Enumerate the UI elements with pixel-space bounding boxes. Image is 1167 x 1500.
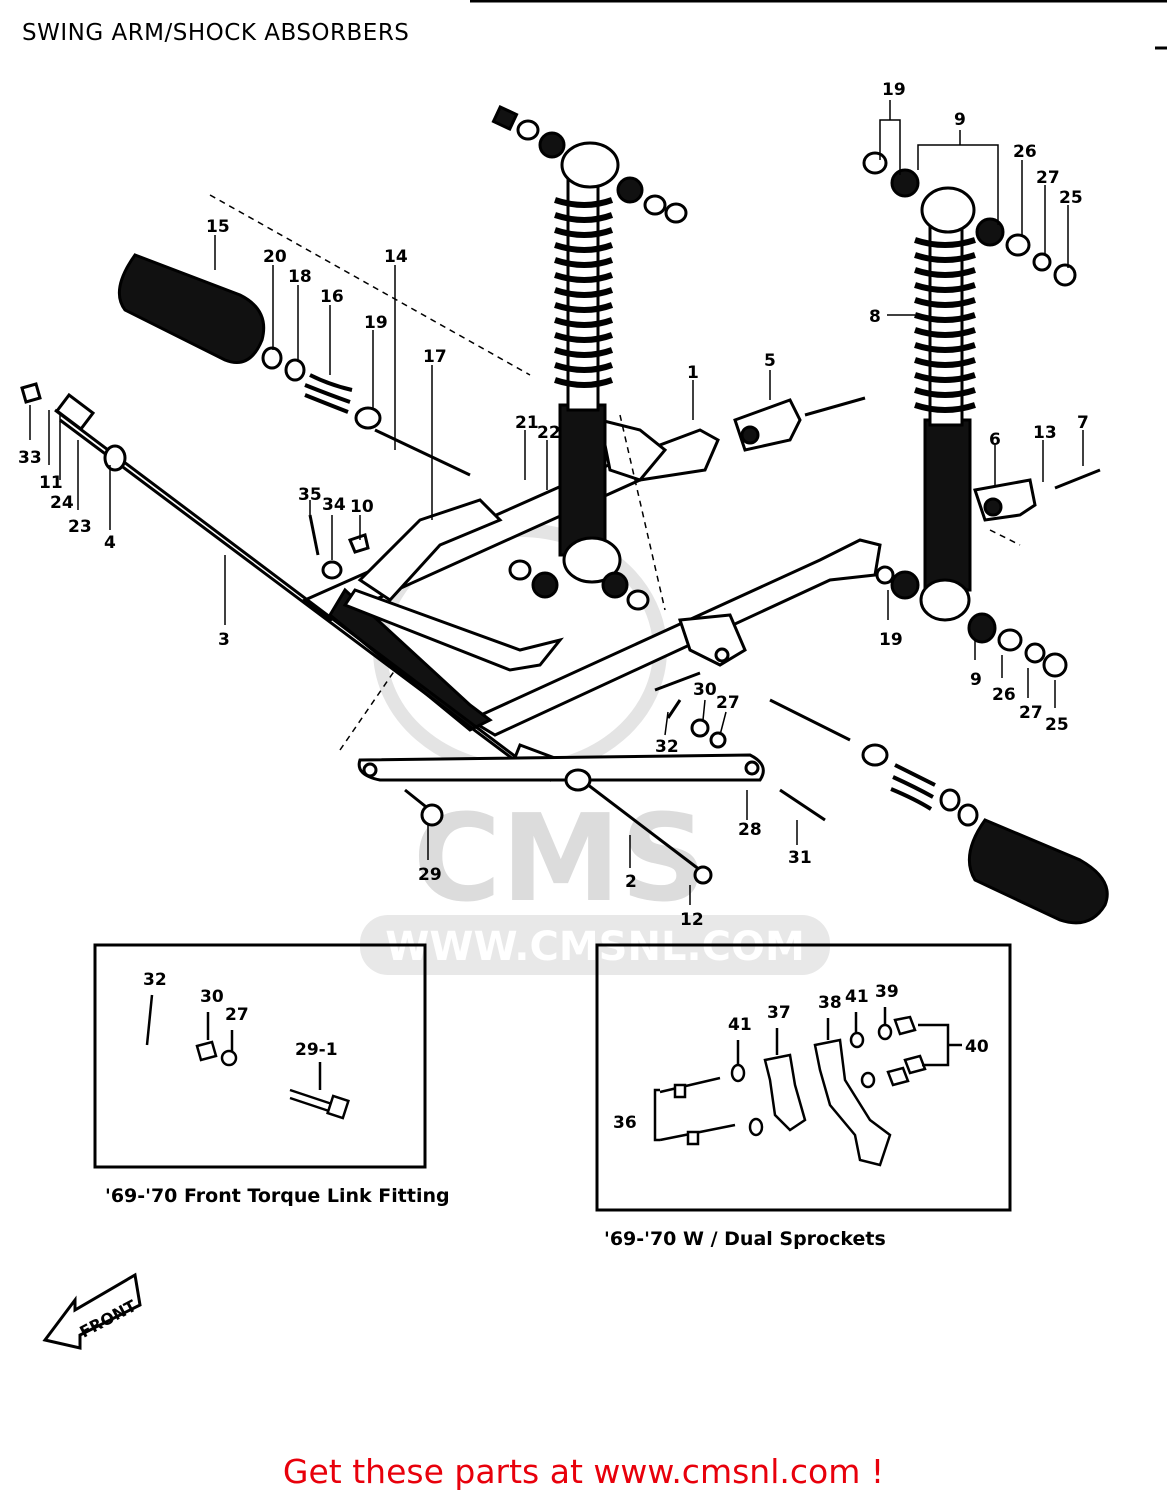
part-label-8: 8 — [869, 307, 881, 327]
part-label-4: 4 — [104, 533, 116, 553]
leader-lines — [29, 100, 1084, 905]
inset-label-38: 38 — [818, 993, 842, 1013]
part-label-11: 11 — [39, 473, 63, 493]
part-label-26a: 26 — [1013, 142, 1037, 162]
get-parts-link[interactable]: Get these parts at www.cmsnl.com ! — [282, 1452, 885, 1491]
part-label-6: 6 — [989, 430, 1001, 450]
part-label-22: 22 — [537, 423, 561, 443]
inset-left-caption: '69-'70 Front Torque Link Fitting — [105, 1185, 450, 1207]
part-label-16: 16 — [320, 287, 344, 307]
part-label-7: 7 — [1077, 413, 1089, 433]
part-label-9b: 9 — [970, 670, 982, 690]
part-label-28: 28 — [738, 820, 762, 840]
swing-arm — [302, 417, 882, 737]
inset-dual-sprockets: 36 41 37 38 41 39 40 — [595, 943, 1012, 1250]
part-label-30: 30 — [693, 680, 717, 700]
part-label-25a: 25 — [1059, 188, 1083, 208]
part-label-10: 10 — [350, 497, 374, 517]
part-label-12: 12 — [680, 910, 704, 930]
part-label-18: 18 — [288, 267, 312, 287]
part-label-27b: 27 — [1019, 703, 1043, 723]
watermark: CMS WWW.CMSNL.COM — [360, 523, 830, 975]
watermark-logo: CMS — [413, 790, 707, 929]
inset-label-39: 39 — [875, 982, 899, 1002]
watermark-url: WWW.CMSNL.COM — [385, 924, 805, 970]
part-label-24: 24 — [50, 493, 74, 513]
shock-absorber-left — [491, 104, 688, 611]
part-label-35: 35 — [298, 485, 322, 505]
shock-absorber-right — [862, 151, 1077, 678]
inset-right-caption: '69-'70 W / Dual Sprockets — [604, 1228, 886, 1250]
inset-label-37: 37 — [767, 1003, 791, 1023]
part-label-27a: 27 — [1036, 168, 1060, 188]
inset-label-29-1: 29-1 — [295, 1040, 338, 1060]
torque-link — [357, 671, 826, 885]
page-title: SWING ARM/SHOCK ABSORBERS — [22, 20, 410, 46]
part-label-1: 1 — [687, 363, 699, 383]
front-direction-arrow: FRONT — [42, 1272, 142, 1350]
inset-front-torque-link: 32 30 27 29-1 '69-'70 Front Torque Link … — [93, 943, 450, 1207]
part-label-29: 29 — [418, 865, 442, 885]
part-label-19b: 19 — [882, 80, 906, 100]
inset-label-41b: 41 — [845, 987, 869, 1007]
inset-label-30: 30 — [200, 987, 224, 1007]
part-label-27c: 27 — [716, 693, 740, 713]
part-label-21: 21 — [515, 413, 539, 433]
scan-border-marks — [470, 0, 1167, 50]
part-label-33: 33 — [18, 448, 42, 468]
part-label-34: 34 — [322, 495, 346, 515]
footrests — [117, 253, 1109, 925]
part-label-19a: 19 — [364, 313, 388, 333]
part-label-14: 14 — [384, 247, 408, 267]
part-label-23: 23 — [68, 517, 92, 537]
part-label-20: 20 — [263, 247, 287, 267]
part-label-3: 3 — [218, 630, 230, 650]
hardware-small — [20, 382, 370, 580]
part-label-13: 13 — [1033, 423, 1057, 443]
part-label-15: 15 — [206, 217, 230, 237]
part-label-17: 17 — [423, 347, 447, 367]
inset-label-41a: 41 — [728, 1015, 752, 1035]
inset-label-27: 27 — [225, 1005, 249, 1025]
part-label-19c: 19 — [879, 630, 903, 650]
chain-adjusters — [733, 396, 1101, 522]
part-label-2: 2 — [625, 872, 637, 892]
inset-label-40: 40 — [965, 1037, 989, 1057]
part-label-26b: 26 — [992, 685, 1016, 705]
part-label-25b: 25 — [1045, 715, 1069, 735]
part-label-9a: 9 — [954, 110, 966, 130]
part-label-31: 31 — [788, 848, 812, 868]
part-label-5: 5 — [764, 351, 776, 371]
leader-dashes — [209, 194, 1021, 751]
part-labels: 15 20 18 16 19 14 17 21 22 1 5 19 9 26 2… — [18, 80, 1089, 930]
inset-label-36: 36 — [613, 1113, 637, 1133]
inset-label-32: 32 — [143, 970, 167, 990]
part-label-32: 32 — [655, 737, 679, 757]
